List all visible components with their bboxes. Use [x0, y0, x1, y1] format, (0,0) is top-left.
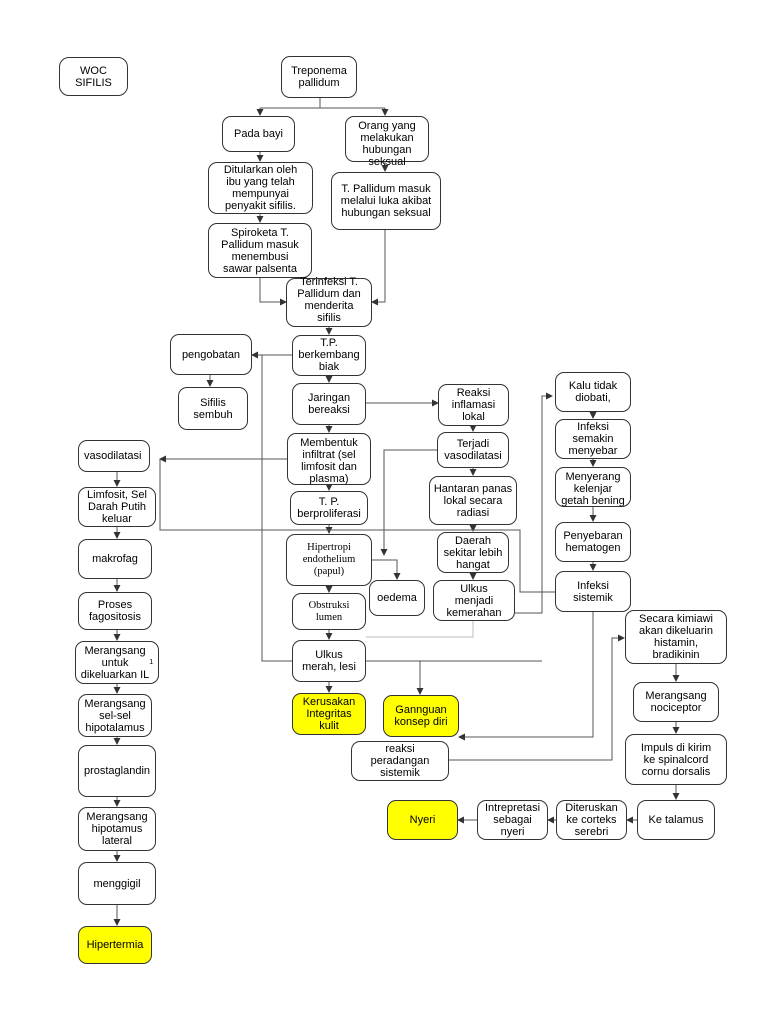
edge-infeksi-sistemik-left-loop: [159, 459, 555, 593]
node-daerah-sekitar: Daerah sekitar lebih hangat: [437, 532, 509, 573]
node-pengobatan: pengobatan: [170, 334, 252, 375]
edge-reaksi-peradangan-secara: [449, 634, 625, 761]
node-reaksi-peradangan-sistemik: reaksi peradangan sistemik: [351, 741, 449, 781]
node-terjadi-vasodilatasi: Terjadi vasodilatasi: [437, 432, 509, 468]
node-prostaglandin: prostaglandin: [78, 745, 156, 797]
node-oedema: oedema: [369, 580, 425, 616]
node-tp-berproliferasi: T. P. berproliferasi: [290, 491, 368, 525]
node-obstruksi-lumen: Obstruksi lumen: [292, 593, 366, 630]
node-penyebaran-hematogen: Penyebaran hematogen: [555, 522, 631, 562]
edge-ulkus-gangguan: [366, 660, 424, 695]
diagram-title: WOC SIFILIS: [59, 57, 128, 96]
node-ulkus-merah-lesi: Ulkus merah, lesi: [292, 640, 366, 682]
node-vasodilatasi-left: vasodilatasi: [78, 440, 150, 472]
node-menyerang-kelenjar: Menyerang kelenjar getah bening: [555, 467, 631, 507]
node-reaksi-inflamasi-lokal: Reaksi inflamasi lokal: [438, 384, 509, 426]
node-infeksi-semakin-menyebar: Infeksi semakin menyebar: [555, 419, 631, 459]
node-merangsang-hipotamus-lateral: Merangsang hipotamus lateral: [78, 807, 156, 851]
node-sifilis-sembuh: Sifilis sembuh: [178, 387, 248, 430]
edge-treponema-split: [260, 98, 385, 109]
edge-luka-terinfeksi: [371, 230, 386, 306]
node-ulkus-menjadi-kemerahan: Ulkus menjadi kemerahan: [433, 580, 515, 621]
node-menggigil: menggigil: [78, 862, 156, 905]
node-orang-yang-melakukan: Orang yang melakukan hubungan seksual: [345, 116, 429, 168]
node-proses-fagositosis: Proses fagositosis: [78, 592, 152, 630]
node-limfosit: Limfosit, Sel Darah Putih keluar: [78, 487, 156, 527]
node-luka-akibat-hubungan: T. Pallidum masuk melalui luka akibat hu…: [331, 172, 441, 230]
node-spiroketa: Spiroketa T. Pallidum masuk menembusi sa…: [208, 223, 312, 278]
node-hantaran-panas: Hantaran panas lokal secara radiasi: [429, 476, 517, 525]
edge-ulkus-kemerahan-link: [366, 621, 474, 638]
node-ditularkan-oleh-ibu: Ditularkan oleh ibu yang telah mempunyai…: [208, 162, 313, 214]
node-kalu-tidak-diobati: Kalu tidak diobati,: [555, 372, 631, 412]
merangsang-il-subscript: 1: [149, 659, 154, 666]
edge-terjadi-hipertropi: [380, 449, 437, 556]
node-hipertropi-endothelium: Hipertropi endothelium (papul): [286, 534, 372, 586]
node-diteruskan-corteks: Diteruskan ke corteks serebri: [556, 800, 627, 840]
node-gangguan-konsep-diri: Gannguan konsep diri: [383, 695, 459, 737]
node-impuls-spinalcord: Impuls di kirim ke spinalcord cornu dors…: [625, 734, 727, 785]
node-membentuk-infiltrat: Membentuk infiltrat (sel limfosit dan pl…: [287, 433, 371, 485]
node-intrepretasi-nyeri: Intrepretasi sebagai nyeri: [477, 800, 548, 840]
node-merangsang-hipotalamus: Merangsang sel-sel hipotalamus: [78, 694, 152, 737]
node-infeksi-sistemik: Infeksi sistemik: [555, 571, 631, 612]
edge-spiroketa-terinfeksi: [259, 278, 287, 306]
node-jaringan-bereaksi: Jaringan bereaksi: [292, 383, 366, 425]
node-hipertermia: Hipertermia: [78, 926, 152, 964]
edge-kemerahan-kalu: [515, 392, 553, 614]
node-ke-talamus: Ke talamus: [637, 800, 715, 840]
node-merangsang-nociceptor: Merangsang nociceptor: [633, 682, 719, 722]
node-pada-bayi: Pada bayi: [222, 116, 295, 152]
edge-sistemik-gangguan: [458, 612, 594, 741]
node-secara-kimiawi: Secara kimiawi akan dikeluarin histamin,…: [625, 610, 727, 664]
edge-ulkus-pengobatan-loop: [261, 355, 292, 662]
node-kerusakan-integritas-kulit: Kerusakan Integritas kulit: [292, 693, 366, 735]
node-tp-berkembang-biak: T.P. berkembang biak: [292, 335, 366, 376]
merangsang-il-text: Merangsang untuk dikeluarkan IL: [80, 644, 150, 681]
node-terinfeksi: Terinfeksi T. Pallidum dan menderita sif…: [286, 276, 372, 327]
node-nyeri: Nyeri: [387, 800, 458, 840]
node-treponema-pallidum: Treponema pallidum: [281, 56, 357, 98]
edge-hipertropi-oedema: [372, 559, 401, 580]
node-makrofag: makrofag: [78, 539, 152, 579]
